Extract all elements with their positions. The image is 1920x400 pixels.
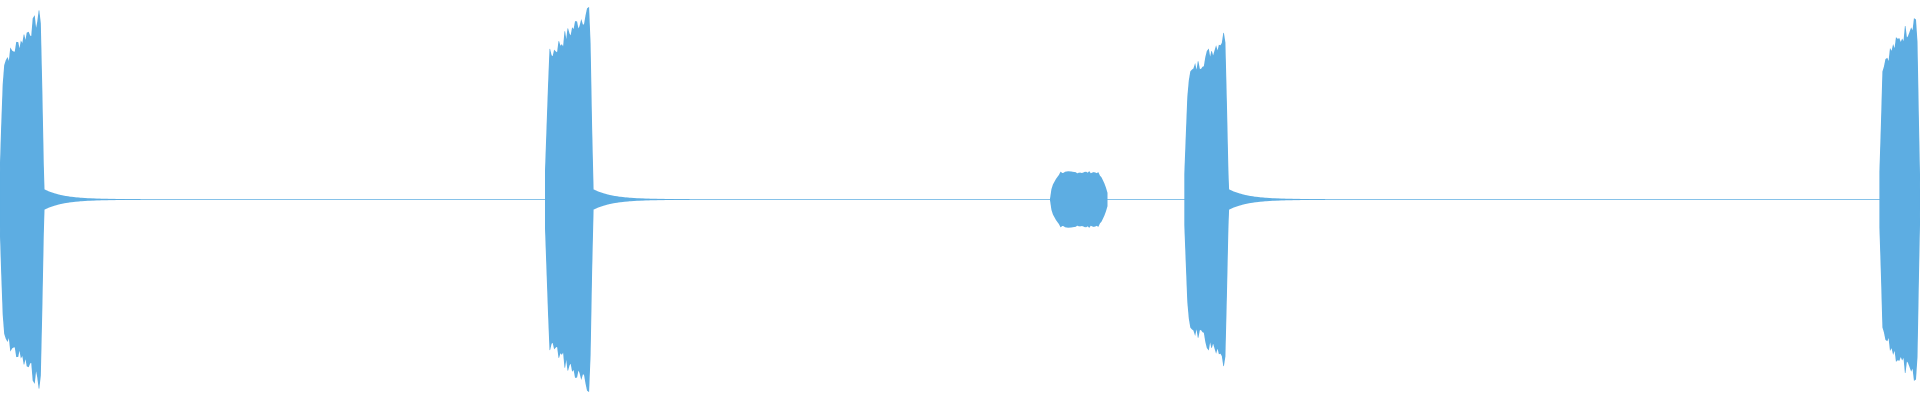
waveform-burst-4 xyxy=(1184,32,1326,367)
waveform-bursts xyxy=(0,6,1920,393)
waveform-burst-1 xyxy=(0,10,141,389)
waveform-burst-5 xyxy=(1879,18,1920,381)
waveform-burst-3 xyxy=(1049,171,1108,228)
waveform-burst-2 xyxy=(545,6,690,393)
